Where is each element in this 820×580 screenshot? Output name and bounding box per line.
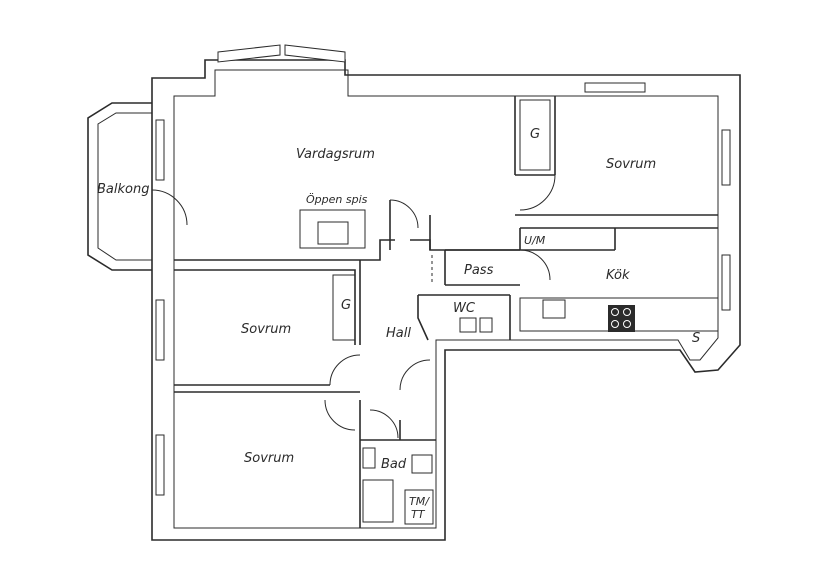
door-swing — [519, 249, 551, 281]
wardrobe — [332, 274, 356, 341]
bathroom-toilet — [411, 454, 433, 474]
label-oppen-spis: Öppen spis — [306, 193, 368, 206]
door-swing — [151, 189, 188, 226]
label-sovrum-sw: Sovrum — [244, 451, 294, 466]
label-hall: Hall — [386, 326, 411, 341]
bedroom-ne-wall — [514, 96, 718, 216]
label-um: U/M — [524, 234, 546, 247]
wc-sink — [459, 317, 477, 333]
door-swing — [389, 199, 419, 229]
door-swing — [329, 354, 361, 386]
burner — [623, 308, 631, 316]
window — [584, 82, 646, 93]
label-kok: Kök — [606, 268, 630, 283]
kitchen-wall — [519, 227, 718, 251]
label-sovrum-w: Sovrum — [241, 322, 291, 337]
window — [155, 299, 165, 361]
burner — [623, 320, 631, 328]
door-swing — [369, 409, 399, 439]
label-g-w: G — [341, 298, 351, 313]
balcony-outline — [87, 102, 152, 271]
window — [155, 434, 165, 496]
door-swing — [399, 359, 431, 391]
wall — [389, 200, 431, 250]
window — [721, 129, 731, 186]
outer-wall-inner — [173, 69, 719, 529]
washer — [404, 489, 434, 525]
label-wc: WC — [453, 301, 476, 316]
sink — [542, 299, 566, 319]
window — [721, 254, 731, 311]
door-swing — [324, 399, 356, 431]
label-pass: Pass — [464, 263, 494, 278]
label-tt: TT — [411, 508, 426, 521]
fireplace-inner — [317, 221, 349, 245]
bay-window — [217, 44, 281, 63]
label-tm: TM/ — [409, 495, 430, 508]
burner — [611, 320, 619, 328]
bathroom-sink — [362, 447, 376, 469]
label-vardagsrum: Vardagsrum — [296, 147, 375, 162]
balcony-inner — [97, 112, 152, 261]
label-g-ne: G — [530, 127, 540, 142]
bathtub — [362, 479, 394, 523]
burner — [611, 308, 619, 316]
bathroom-wall — [359, 400, 436, 528]
label-sovrum-ne: Sovrum — [606, 157, 656, 172]
door-swing — [519, 174, 556, 211]
bay-window — [284, 44, 346, 63]
label-balkong: Balkong — [97, 182, 149, 197]
pass-wall — [417, 249, 520, 341]
toilet — [479, 317, 493, 333]
window — [155, 119, 165, 181]
label-s: S — [692, 331, 700, 346]
bedroom-w-wall — [174, 260, 361, 393]
wardrobe — [519, 99, 551, 171]
stove — [608, 305, 635, 332]
label-bad: Bad — [381, 457, 407, 472]
